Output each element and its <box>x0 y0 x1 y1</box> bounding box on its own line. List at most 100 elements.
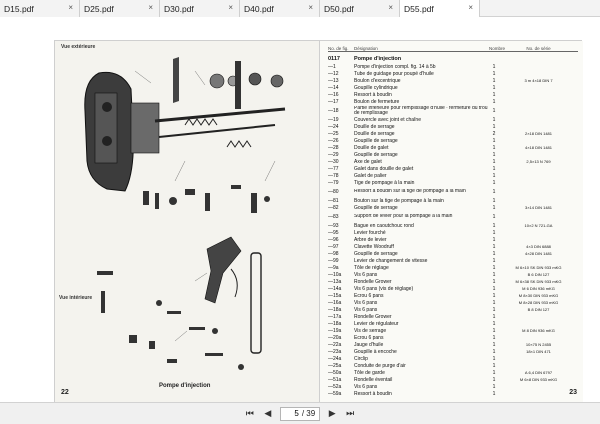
part-quantity: 1 <box>492 123 496 130</box>
part-number: —97 <box>328 243 339 250</box>
tab-label: D15.pdf <box>4 3 34 14</box>
exploded-view-illustration <box>84 57 286 370</box>
part-quantity: 1 <box>492 355 496 362</box>
part-designation: Galet dans douille de galet <box>354 165 414 172</box>
close-icon[interactable]: × <box>68 3 73 12</box>
part-designation: Galet de palier <box>354 172 387 179</box>
part-number: —93 <box>328 222 339 229</box>
part-designation: Levier de régulateur <box>354 320 399 327</box>
table-header: No. de fig. Désignation Nombre No. de sé… <box>328 45 578 52</box>
part-number: —78 <box>328 172 339 179</box>
part-reference: B 8 DIN 127 <box>527 306 550 312</box>
part-number: —98 <box>328 250 339 257</box>
part-reference: 10×2 N 721-GA <box>524 222 553 228</box>
part-number: —24 <box>328 123 339 130</box>
part-quantity: 1 <box>492 84 496 91</box>
part-quantity: 1 <box>492 376 496 383</box>
right-page-parts-list: No. de fig. Désignation Nombre No. de sé… <box>319 41 583 403</box>
close-icon[interactable]: × <box>308 3 313 12</box>
part-designation: Levier de changement de vitesse <box>354 257 428 264</box>
part-number: —25 <box>328 130 339 137</box>
part-quantity: 1 <box>492 236 496 243</box>
next-page-button[interactable]: ▶ <box>328 408 336 418</box>
previous-page-button[interactable]: ◀ <box>264 408 272 418</box>
part-designation: Clavette Woodruff <box>354 243 394 250</box>
close-icon[interactable]: × <box>148 3 153 12</box>
part-reference: M 8×28 DIN 933 mKG <box>518 299 559 305</box>
part-reference: 4×28 DIN 1481 <box>524 250 553 256</box>
part-number: —19 <box>328 116 339 123</box>
part-number: —12 <box>328 70 339 77</box>
part-reference: M 6×8 DIN 933 mKG <box>519 376 558 382</box>
part-designation: Douille de serrage <box>354 123 395 130</box>
part-quantity: 1 <box>492 222 496 229</box>
table-row: —24 Douille de serrage 1 <box>328 123 578 130</box>
part-designation: Vis 6 pans <box>354 271 378 278</box>
part-quantity: 1 <box>492 204 496 211</box>
part-number: —25a <box>328 362 342 369</box>
part-quantity: 1 <box>492 383 496 390</box>
part-quantity: 1 <box>492 285 496 292</box>
top-view-label: Vue extérieure <box>61 44 96 50</box>
part-designation: Tôle de réglage <box>354 264 389 271</box>
drawing-caption: Pompe d'injection <box>159 383 211 389</box>
part-designation: Partie inférieure pour remplissage d'hui… <box>354 105 488 116</box>
part-number: —22a <box>328 341 342 348</box>
part-reference: M 6×38 SK DIN 933 mKG <box>515 278 562 284</box>
parts-table: No. de fig. Désignation Nombre No. de sé… <box>328 45 578 397</box>
close-icon[interactable]: × <box>228 3 233 12</box>
part-designation: Boulon de fermeture <box>354 98 400 105</box>
part-number: —13 <box>328 77 339 84</box>
part-number: —83 <box>328 213 339 220</box>
part-designation: Rondelle éventail <box>354 376 393 383</box>
part-quantity: 1 <box>492 91 496 98</box>
part-number: —29 <box>328 151 339 158</box>
part-designation: Levier fourché <box>354 229 386 236</box>
part-designation: Bouton sur la tige de pompage à la main <box>354 197 444 204</box>
part-quantity: 1 <box>492 299 496 306</box>
part-quantity: 1 <box>492 271 496 278</box>
tab-d50[interactable]: D50.pdf× <box>320 0 400 17</box>
part-designation: Axe de galet <box>354 158 382 165</box>
last-page-button[interactable]: ⏭ <box>346 408 355 418</box>
section-number: 0117 <box>328 56 340 62</box>
tab-d15[interactable]: D15.pdf × <box>0 0 80 17</box>
part-number: —95 <box>328 229 339 236</box>
tab-d30[interactable]: D30.pdf× <box>160 0 240 17</box>
part-quantity: 1 <box>492 278 496 285</box>
part-reference: 10×75 N 2455 <box>525 341 552 347</box>
close-icon[interactable]: × <box>388 3 393 12</box>
tab-d55[interactable]: D55.pdf× <box>400 0 480 17</box>
part-designation: Ecrou 6 pans <box>354 334 384 341</box>
section-heading: 0117 Pompe d'injection <box>328 55 578 63</box>
part-reference: 4×18 DIN 1481 <box>524 144 553 150</box>
part-number: —30 <box>328 158 339 165</box>
first-page-button[interactable]: ⏮ <box>245 408 254 418</box>
part-designation: Goupille à encoche <box>354 348 397 355</box>
part-designation: Ressort à boudin <box>354 390 392 397</box>
document-viewer[interactable]: Vue extérieure <box>0 18 600 403</box>
tab-d40[interactable]: D40.pdf× <box>240 0 320 17</box>
part-designation: Couvercle avec joint et chaîne <box>354 116 421 123</box>
part-quantity: 1 <box>492 165 496 172</box>
close-icon[interactable]: × <box>468 3 473 12</box>
current-page-input[interactable] <box>284 409 299 418</box>
part-reference: B 6 DIN 127 <box>527 271 550 277</box>
part-number: —18 <box>328 107 339 114</box>
part-number: —16 <box>328 91 339 98</box>
part-quantity: 1 <box>492 362 496 369</box>
tab-d25[interactable]: D25.pdf× <box>80 0 160 17</box>
